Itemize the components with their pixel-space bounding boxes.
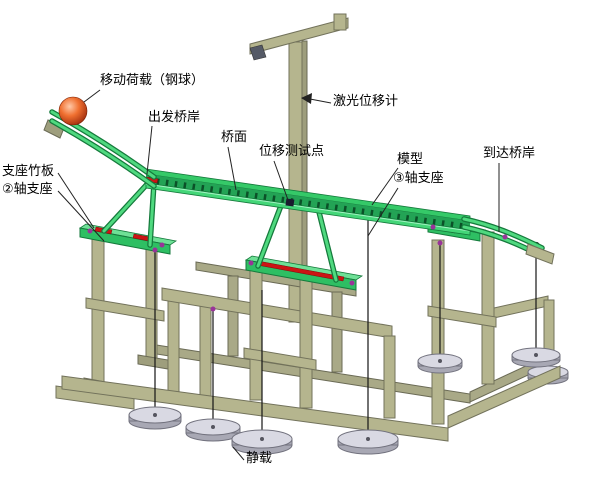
steel-ball: [58, 96, 88, 126]
displacement-test-point-marker: [285, 198, 295, 207]
leader-lines: [57, 89, 500, 461]
laser-leader-arrowhead: [301, 93, 312, 104]
label-support-bamboo: 支座竹板: [2, 164, 55, 179]
joint-dots: [87, 224, 508, 312]
right-support-tower: [427, 231, 497, 425]
label-axis2-support: ②轴支座: [2, 182, 53, 197]
label-departure-bank: 出发桥岸: [148, 110, 201, 125]
label-moving-load: 移动荷载（钢球）: [100, 73, 205, 88]
static-load-disc: [128, 406, 182, 430]
base-frame: [55, 365, 561, 442]
label-laser-meter: 激光位移计: [333, 94, 399, 109]
deck-braces: [101, 178, 339, 283]
label-static-load: 静载: [246, 451, 273, 466]
static-load-disc: [231, 429, 293, 455]
laser-post-assembly: [249, 13, 349, 329]
longitudinal-beam: [161, 287, 393, 339]
middle-support-tower: [243, 267, 396, 419]
left-support-tower: [83, 236, 169, 395]
label-displacement-point: 位移测试点: [259, 144, 325, 159]
static-load-disc: [417, 353, 463, 374]
label-axis3-support: ③轴支座: [393, 171, 444, 186]
static-load-discs: [128, 347, 561, 455]
label-arrival-bank: 到达桥岸: [483, 146, 536, 161]
laser-head: [249, 44, 267, 61]
intermediate-frame: [167, 297, 212, 397]
static-load-disc: [337, 429, 399, 455]
arrival-ramp: [461, 216, 555, 265]
static-load-disc: [511, 347, 561, 368]
label-deck: 桥面: [221, 130, 248, 145]
label-model: 模型: [397, 152, 424, 167]
departure-ramp: [43, 109, 157, 189]
bridge-deck: [144, 168, 471, 236]
